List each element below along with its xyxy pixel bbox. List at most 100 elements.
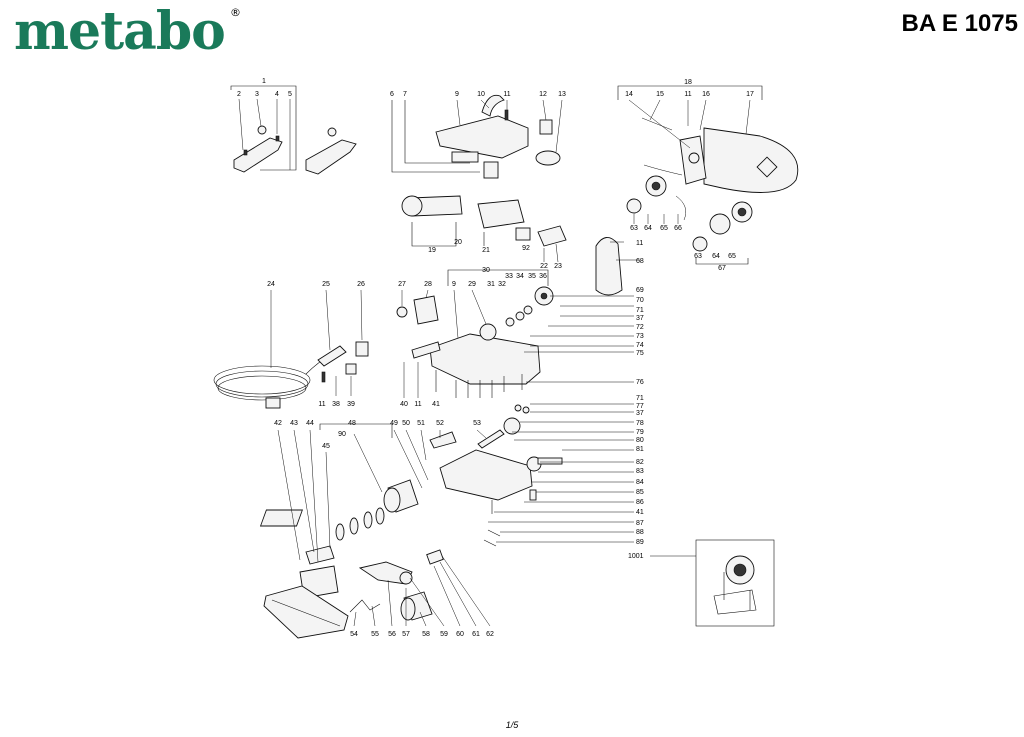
callout-11c: 11 (636, 240, 643, 247)
callout-45: 45 (322, 443, 330, 450)
bearing-92 (515, 227, 531, 241)
washer-2 (349, 517, 359, 535)
callout-44: 44 (306, 420, 314, 427)
bracket-1-right (260, 90, 297, 171)
callout-67: 67 (718, 265, 726, 272)
callout-76: 76 (636, 379, 644, 386)
ring-63a (626, 198, 642, 214)
callout-11: 11 (503, 91, 510, 98)
base-plate (439, 449, 533, 501)
callout-92: 92 (522, 245, 530, 252)
registered-mark: ® (230, 6, 241, 19)
top-cover (435, 115, 529, 159)
washer-1 (335, 523, 345, 541)
brand-logo: metabo (14, 1, 226, 62)
callout-63b: 63 (694, 253, 702, 260)
clip-12 (539, 119, 553, 135)
callout-33: 33 (505, 273, 513, 280)
callout-1001: 1001 (628, 553, 644, 560)
callout-37a: 37 (636, 315, 644, 322)
brush-holder (537, 225, 567, 247)
callout-31: 31 (487, 281, 495, 288)
cord-sleeve (317, 345, 347, 367)
callout-35: 35 (528, 273, 536, 280)
inset-detail-1001 (650, 539, 775, 627)
sanding-belt (263, 585, 349, 639)
ring-63b (692, 236, 708, 252)
motor-group (401, 195, 567, 263)
callout-86: 86 (636, 499, 644, 506)
callout-41a: 41 (432, 401, 440, 408)
spring-61 (426, 549, 444, 565)
callout-13: 13 (558, 91, 566, 98)
callout-72: 72 (636, 324, 644, 331)
fan (401, 195, 423, 217)
callout-61: 61 (472, 631, 480, 638)
callout-71b: 71 (636, 395, 644, 402)
callout-21: 21 (482, 247, 490, 254)
callout-74: 74 (636, 342, 644, 349)
callout-73: 73 (636, 333, 644, 340)
callout-66: 66 (674, 225, 682, 232)
callout-29: 29 (468, 281, 476, 288)
page-header: metabo ® BA E 1075 (0, 0, 1024, 70)
callout-78: 78 (636, 420, 644, 427)
callout-52: 52 (436, 420, 444, 427)
callout-26: 26 (357, 281, 365, 288)
callout-28: 28 (424, 281, 432, 288)
power-cord-group (213, 289, 369, 409)
callout-58: 58 (422, 631, 430, 638)
bracket-1 (230, 85, 297, 90)
callout-62: 62 (486, 631, 494, 638)
callout-38: 38 (332, 401, 340, 408)
callout-42: 42 (274, 420, 282, 427)
callout-1: 1 (262, 78, 266, 85)
callout-85: 85 (636, 489, 644, 496)
callout-12: 12 (539, 91, 547, 98)
belt-guard (703, 127, 799, 193)
model-title: BA E 1075 (901, 10, 1018, 37)
stator (477, 199, 525, 229)
connector-26 (355, 341, 369, 357)
callout-30: 30 (482, 267, 490, 274)
inset-frame (695, 539, 775, 627)
callout-14: 14 (625, 91, 633, 98)
callout-60: 60 (456, 631, 464, 638)
callout-84: 84 (636, 479, 644, 486)
plug (265, 397, 281, 409)
clamp-39 (345, 363, 357, 375)
top-cover-group (391, 94, 563, 179)
callout-34: 34 (516, 273, 524, 280)
callout-6: 6 (390, 91, 394, 98)
handle-left (233, 137, 283, 173)
spindle-81 (537, 457, 563, 465)
callout-40: 40 (400, 401, 408, 408)
callout-16: 16 (702, 91, 710, 98)
page-number: 1/5 (505, 720, 519, 730)
callout-82: 82 (636, 459, 644, 466)
callout-39: 39 (347, 401, 355, 408)
callout-75: 75 (636, 350, 644, 357)
callout-70: 70 (636, 297, 644, 304)
callout-65b: 65 (728, 253, 736, 260)
callout-18: 18 (684, 79, 692, 86)
callout-15: 15 (656, 91, 664, 98)
callout-57: 57 (402, 631, 410, 638)
callout-88: 88 (636, 529, 644, 536)
callout-79: 79 (636, 429, 644, 436)
carry-handle (481, 94, 505, 117)
part-13 (535, 150, 561, 166)
callout-32: 32 (498, 281, 506, 288)
guard-vent (756, 156, 778, 178)
callout-23: 23 (554, 263, 562, 270)
callout-17: 17 (746, 91, 754, 98)
callout-27: 27 (398, 281, 406, 288)
callout-64b: 64 (712, 253, 720, 260)
screw-38 (321, 371, 326, 383)
spring-43 (305, 545, 335, 565)
callout-64a: 64 (644, 225, 652, 232)
callout-20: 20 (454, 239, 462, 246)
gearbox-housing (429, 333, 541, 385)
knob-left (257, 125, 267, 135)
